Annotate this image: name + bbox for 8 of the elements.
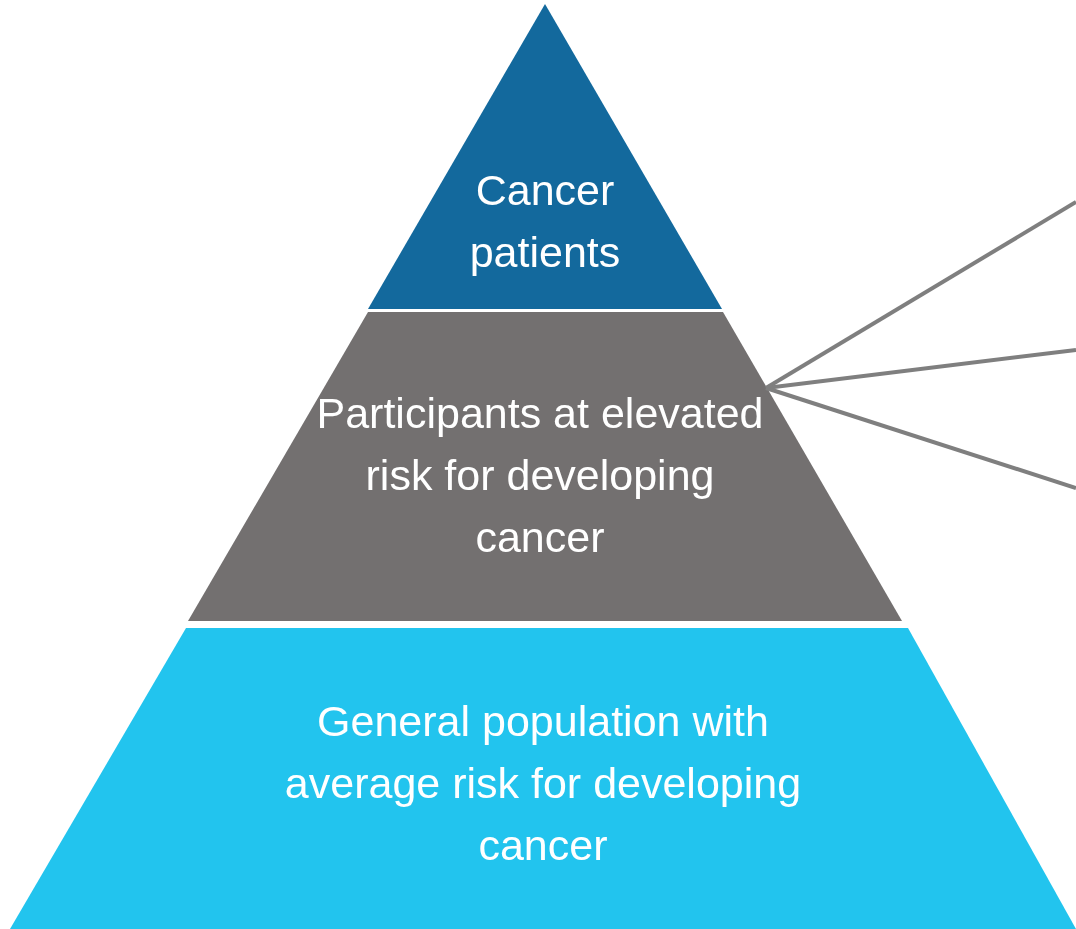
connector-line: [764, 200, 1076, 390]
pyramid-middle-tier: [188, 312, 902, 621]
tier-label: General population with average risk for developing cancer: [283, 696, 803, 871]
tier-label: Cancer patients: [468, 165, 622, 278]
tier-label: Participants at elevated risk for developing cancer: [315, 388, 765, 563]
pyramid-base-tier: [10, 628, 1076, 929]
pyramid-top-tier: [368, 4, 722, 309]
connector-line: [765, 386, 1076, 490]
